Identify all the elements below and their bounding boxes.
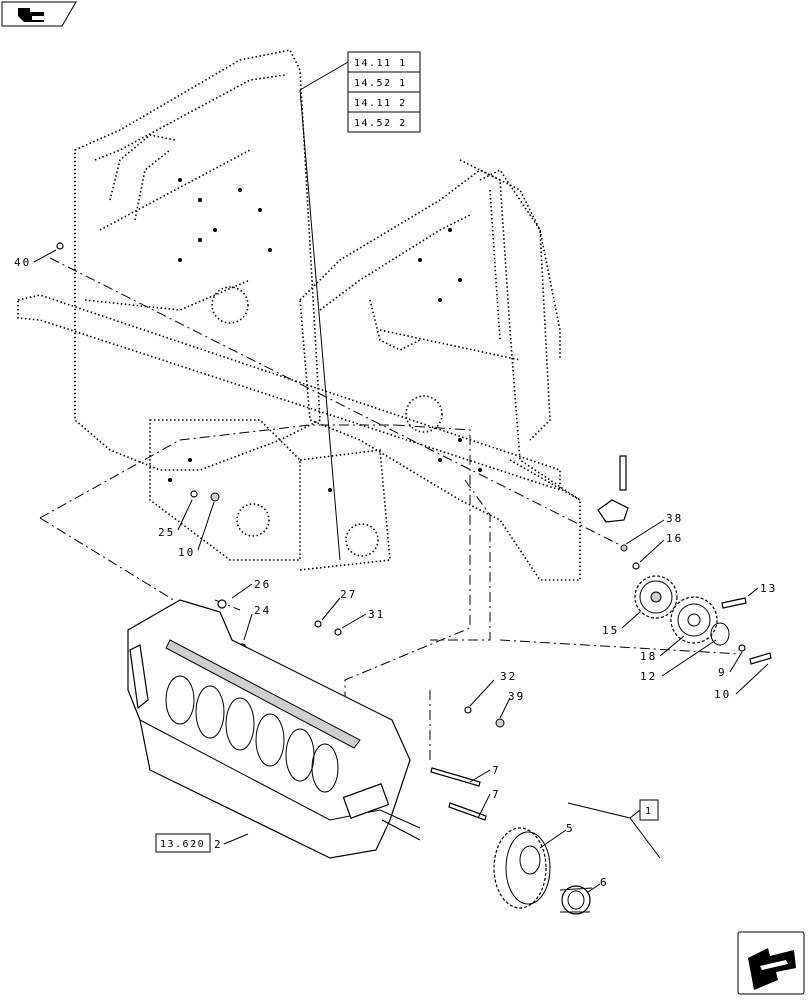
ring-12	[710, 622, 730, 646]
rotor-reference-box[interactable]: 13.620	[160, 839, 205, 850]
sprocket-15	[634, 575, 678, 619]
callout-5[interactable]: 5	[566, 822, 575, 835]
bearing-6	[559, 885, 593, 915]
sprocket-18	[670, 596, 718, 644]
callout-12[interactable]: 12	[640, 670, 657, 683]
callout-9[interactable]: 9	[718, 666, 727, 679]
callout-7-upper[interactable]: 7	[492, 764, 501, 777]
sprocket-5	[493, 827, 551, 909]
assembly-box-label[interactable]: 1	[645, 806, 653, 817]
callout-26[interactable]: 26	[254, 578, 271, 591]
rotor-reference: 13.620 2	[155, 833, 249, 853]
callouts: 40 25 10 26 24 27 31 38 16 13 15 18 12 9…	[14, 249, 777, 893]
callout-15[interactable]: 15	[602, 624, 619, 637]
callout-13[interactable]: 13	[760, 582, 777, 595]
baler-frame-outline	[17, 49, 581, 581]
callout-31[interactable]: 31	[368, 608, 385, 621]
callout-38[interactable]: 38	[666, 512, 683, 525]
rotor-reference-item[interactable]: 2	[214, 838, 223, 851]
callout-16[interactable]: 16	[666, 532, 683, 545]
callout-25[interactable]: 25	[158, 526, 175, 539]
reference-table: 14.11 1 14.52 1 14.11 2 14.52 2	[299, 51, 421, 561]
callout-27[interactable]: 27	[340, 588, 357, 601]
callout-18[interactable]: 18	[640, 650, 657, 663]
callout-7-lower[interactable]: 7	[492, 788, 501, 801]
reference-box-4[interactable]: 14.52 2	[354, 118, 407, 129]
callout-39[interactable]: 39	[508, 690, 525, 703]
callout-24[interactable]: 24	[254, 604, 271, 617]
reference-box-1[interactable]: 14.11 1	[354, 58, 407, 69]
callout-6[interactable]: 6	[600, 876, 609, 889]
callout-40[interactable]: 40	[14, 256, 31, 269]
next-section-arrow-icon[interactable]	[737, 931, 805, 995]
reference-box-3[interactable]: 14.11 2	[354, 98, 407, 109]
callout-10-right[interactable]: 10	[714, 688, 731, 701]
pins-7	[430, 767, 487, 821]
reference-box-2[interactable]: 14.52 1	[354, 78, 407, 89]
assembly-bracket: 1	[567, 799, 661, 859]
callout-10-left[interactable]: 10	[178, 546, 195, 559]
rotor-assembly	[127, 599, 421, 859]
previous-page-arrow-icon[interactable]	[1, 1, 77, 27]
callout-32[interactable]: 32	[500, 670, 517, 683]
